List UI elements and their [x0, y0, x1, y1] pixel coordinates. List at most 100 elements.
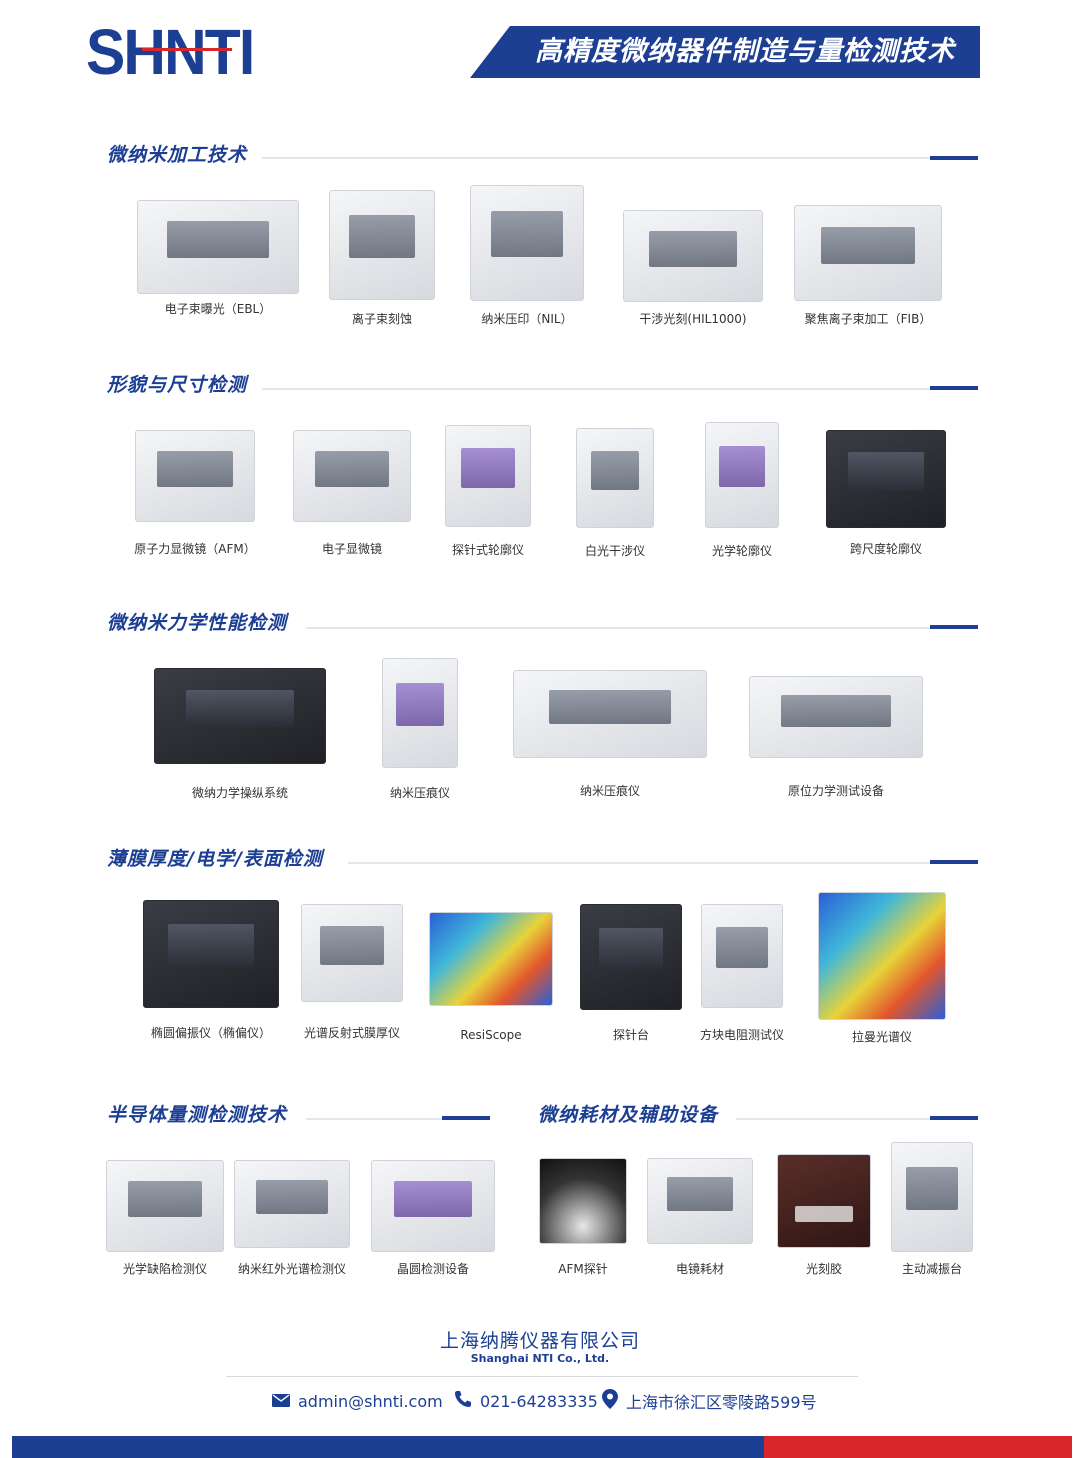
section-accent-bar: [930, 1116, 978, 1120]
product-label: 探针式轮廓仪: [451, 543, 524, 557]
section-accent-bar: [930, 625, 978, 629]
product-image: [623, 210, 763, 302]
product-image: [106, 1160, 224, 1252]
product-item[interactable]: 微纳力学操纵系统: [150, 668, 330, 801]
product-item[interactable]: 纳米压印（NIL）: [462, 185, 592, 327]
section-divider: [306, 1118, 442, 1120]
product-label: 光谱反射式膜厚仪: [303, 1026, 400, 1040]
product-image: [647, 1158, 753, 1244]
product-item[interactable]: 离子束刻蚀: [322, 190, 442, 327]
product-label: ResiScope: [460, 1028, 522, 1042]
product-item[interactable]: 探针台: [578, 904, 684, 1043]
footer-bar-red: [764, 1436, 1072, 1458]
phone-text: 021-64283335: [480, 1391, 598, 1411]
section-divider: [348, 862, 930, 864]
footer-divider: [226, 1376, 858, 1377]
product-item[interactable]: 纳米压痕仪: [378, 658, 462, 801]
product-label: 纳米红外光谱检测仪: [237, 1262, 346, 1276]
logo-laser-line: [142, 48, 232, 51]
phone-icon: [454, 1390, 472, 1412]
company-name-cn: 上海纳腾仪器有限公司: [439, 1330, 640, 1352]
product-image: [826, 430, 946, 528]
product-image: [513, 670, 707, 758]
section-accent-bar: [930, 156, 978, 160]
contact-address[interactable]: 上海市徐汇区零陵路599号: [602, 1389, 817, 1413]
product-image: [749, 676, 923, 758]
product-item[interactable]: 光刻胶: [776, 1154, 872, 1277]
location-pin-icon: [602, 1389, 618, 1413]
product-item[interactable]: 椭圆偏振仪（椭偏仪）: [140, 900, 282, 1041]
product-image: [293, 430, 411, 522]
product-item[interactable]: 电镜耗材: [646, 1158, 754, 1277]
section-divider: [262, 157, 930, 159]
product-label: 原子力显微镜（AFM）: [134, 542, 256, 556]
contact-phone[interactable]: 021-64283335: [454, 1390, 598, 1412]
product-image: [154, 668, 326, 764]
product-item[interactable]: 电子束曝光（EBL）: [128, 200, 308, 317]
product-item[interactable]: 纳米红外光谱检测仪: [230, 1160, 354, 1277]
product-image: [371, 1160, 495, 1252]
section-divider: [262, 388, 930, 390]
product-item[interactable]: AFM探针: [536, 1158, 630, 1277]
product-item[interactable]: 光学轮廓仪: [700, 422, 784, 559]
product-item[interactable]: 跨尺度轮廓仪: [824, 430, 948, 557]
product-image: [445, 425, 531, 527]
product-label: 跨尺度轮廓仪: [849, 542, 922, 556]
envelope-icon: [272, 1392, 290, 1411]
product-item[interactable]: 晶圆检测设备: [368, 1160, 498, 1277]
product-item[interactable]: 干涉光刻(HIL1000): [618, 210, 768, 327]
product-image: [137, 200, 299, 294]
product-item[interactable]: 方块电阻测试仪: [696, 904, 788, 1043]
product-image: [705, 422, 779, 528]
product-image: [234, 1160, 350, 1248]
product-label: 纳米压印（NIL）: [481, 312, 573, 326]
afm-probe-image: [539, 1158, 627, 1244]
section-title-morphology-inspection: 形貌与尺寸检测: [107, 374, 248, 396]
product-label: 主动减振台: [901, 1262, 962, 1276]
raman-map-image: [818, 892, 946, 1020]
product-image: [382, 658, 458, 768]
product-label: 干涉光刻(HIL1000): [639, 312, 747, 326]
product-label: 探针台: [612, 1028, 649, 1042]
product-label: 光刻胶: [805, 1262, 842, 1276]
section-divider: [306, 627, 930, 629]
product-item[interactable]: 白光干涉仪: [572, 428, 658, 559]
header-banner: [470, 26, 980, 78]
product-item[interactable]: 光学缺陷检测仪: [104, 1160, 226, 1277]
section-title-consumables-auxiliary: 微纳耗材及辅助设备: [538, 1104, 719, 1126]
product-item[interactable]: 原子力显微镜（AFM）: [130, 430, 260, 557]
banner-title: 高精度微纳器件制造与量检测技术: [535, 36, 955, 67]
product-item[interactable]: 电子显微镜: [290, 430, 414, 557]
product-label: 光学轮廓仪: [711, 544, 772, 558]
product-label: 离子束刻蚀: [351, 312, 412, 326]
product-label: 拉曼光谱仪: [851, 1030, 912, 1044]
contact-email[interactable]: admin@shnti.com: [272, 1390, 443, 1412]
product-label: 纳米压痕仪: [389, 786, 450, 800]
email-text: admin@shnti.com: [298, 1391, 443, 1411]
product-image: [580, 904, 682, 1010]
section-title-mechanical-testing: 微纳米力学性能检测: [107, 612, 288, 634]
resiscope-map-image: [429, 912, 553, 1006]
product-item[interactable]: ResiScope: [426, 912, 556, 1042]
product-item[interactable]: 聚焦离子束加工（FIB）: [788, 205, 948, 327]
product-image: [701, 904, 783, 1008]
product-item[interactable]: 纳米压痕仪: [512, 670, 708, 799]
product-image: [794, 205, 942, 301]
product-image: [470, 185, 584, 301]
footer-bar-blue: [12, 1436, 764, 1458]
section-accent-bar: [930, 386, 978, 390]
section-accent-bar: [930, 860, 978, 864]
product-label: 电子显微镜: [321, 542, 382, 556]
product-item[interactable]: 光谱反射式膜厚仪: [296, 904, 408, 1041]
product-label: 聚焦离子束加工（FIB）: [804, 312, 932, 326]
section-divider: [736, 1118, 930, 1120]
product-item[interactable]: 拉曼光谱仪: [816, 892, 948, 1045]
product-label: 电子束曝光（EBL）: [164, 302, 272, 316]
product-label: 晶圆检测设备: [396, 1262, 469, 1276]
product-image: [135, 430, 255, 522]
product-item[interactable]: 原位力学测试设备: [746, 676, 926, 799]
product-label: AFM探针: [558, 1262, 608, 1276]
product-item[interactable]: 探针式轮廓仪: [440, 425, 536, 558]
product-image: [891, 1142, 973, 1252]
product-item[interactable]: 主动减振台: [888, 1142, 976, 1277]
